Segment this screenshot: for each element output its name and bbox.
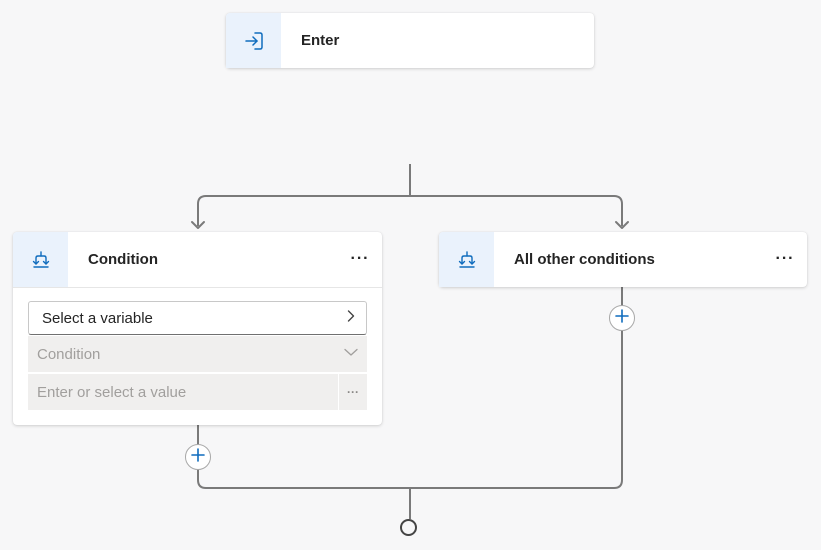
other-conditions-more-button[interactable]: ··· xyxy=(775,250,795,267)
value-more-button[interactable]: ··· xyxy=(338,374,367,410)
connector-right-bottom xyxy=(410,287,623,489)
add-node-button-left[interactable] xyxy=(185,444,211,470)
flow-end-node xyxy=(400,519,417,536)
condition-title: Condition xyxy=(88,251,158,268)
enter-node-title: Enter xyxy=(301,32,340,49)
plus-icon xyxy=(191,447,205,467)
branch-icon xyxy=(439,232,494,287)
enter-node[interactable]: Enter xyxy=(226,13,594,68)
arrowhead-left xyxy=(191,221,205,229)
other-conditions-card: All other conditions ··· xyxy=(439,232,807,287)
enter-arrow-icon xyxy=(226,13,281,68)
branch-icon xyxy=(13,232,68,287)
other-conditions-title: All other conditions xyxy=(514,251,655,268)
chevron-down-icon xyxy=(343,344,359,364)
arrowhead-right xyxy=(615,221,629,229)
value-input[interactable]: Enter or select a value ··· xyxy=(28,374,367,410)
add-node-button-right[interactable] xyxy=(609,305,635,331)
condition-more-button[interactable]: ··· xyxy=(350,250,370,267)
select-variable-button[interactable]: Select a variable xyxy=(28,301,367,335)
connector-left-bottom xyxy=(197,425,410,489)
condition-dropdown[interactable]: Condition xyxy=(28,336,367,372)
chevron-right-icon xyxy=(344,309,358,327)
plus-icon xyxy=(615,308,629,328)
select-variable-label: Select a variable xyxy=(42,309,153,327)
condition-card: Condition ··· Select a variable Conditio… xyxy=(13,232,382,425)
connector-left-branch xyxy=(197,195,410,226)
value-input-placeholder: Enter or select a value xyxy=(37,383,187,401)
connector-right-branch xyxy=(410,195,623,226)
condition-dropdown-placeholder: Condition xyxy=(37,345,101,363)
